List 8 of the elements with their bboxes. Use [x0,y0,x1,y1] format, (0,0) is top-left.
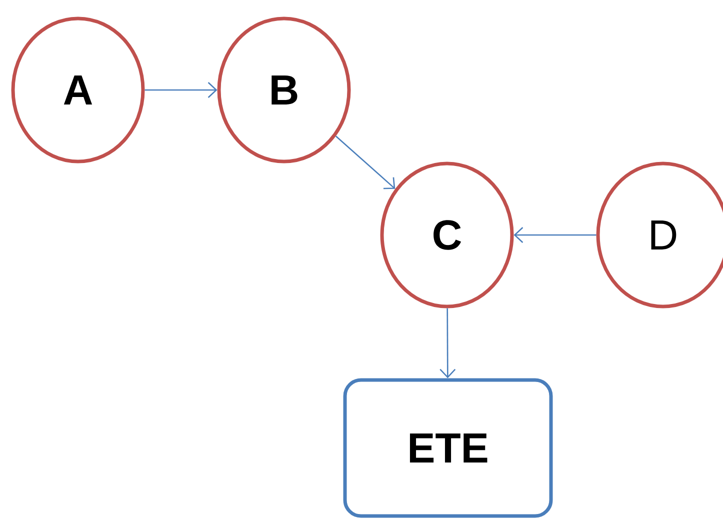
arrow [514,227,596,243]
arrow [335,136,396,190]
circle-node: A [11,16,145,164]
circle-node: C [380,162,514,308]
circle-node: B [217,16,351,164]
arrow [144,82,218,98]
rounded-box: ETE [343,378,553,518]
arrow [440,308,456,378]
